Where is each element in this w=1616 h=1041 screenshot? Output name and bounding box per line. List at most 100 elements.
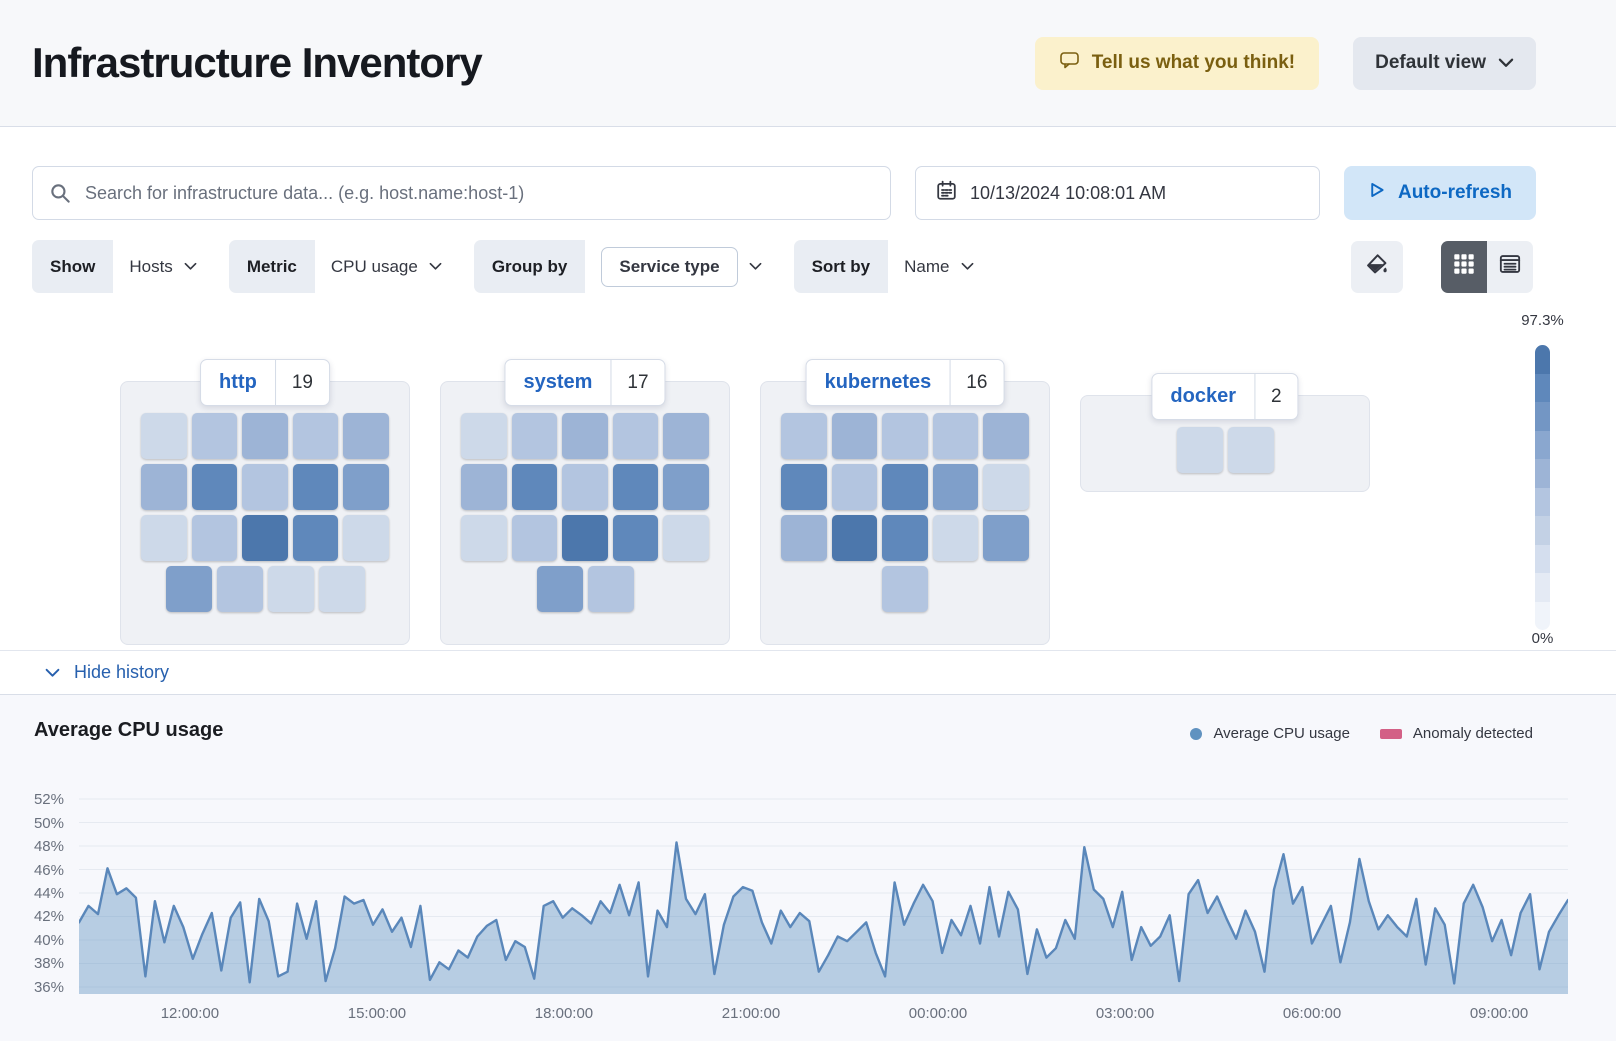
- legend-item-avg-cpu[interactable]: Average CPU usage: [1190, 725, 1350, 742]
- host-node-square[interactable]: [983, 464, 1029, 510]
- chevron-down-icon: [961, 262, 973, 270]
- host-node-square[interactable]: [781, 413, 827, 459]
- host-node-square[interactable]: [831, 515, 878, 561]
- map-view-toggle[interactable]: [1441, 240, 1487, 293]
- host-node-square[interactable]: [1227, 427, 1274, 473]
- host-node-square[interactable]: [882, 515, 928, 561]
- host-node-square[interactable]: [612, 515, 659, 561]
- cpu-usage-area-chart[interactable]: [79, 792, 1568, 994]
- host-node-square[interactable]: [511, 464, 558, 510]
- host-node-square[interactable]: [318, 566, 365, 612]
- host-node-square[interactable]: [831, 413, 878, 459]
- host-node-square[interactable]: [781, 515, 827, 561]
- host-node-square[interactable]: [932, 413, 979, 459]
- search-icon: [50, 183, 71, 209]
- host-node-square[interactable]: [831, 464, 878, 510]
- default-view-button[interactable]: Default view: [1353, 36, 1536, 90]
- host-node-square[interactable]: [461, 464, 507, 510]
- waffle-group-kubernetes: kubernetes 16: [760, 359, 1050, 645]
- waffle-grid: [461, 413, 709, 612]
- legend-gradient-step: [1535, 430, 1550, 459]
- play-icon: [1368, 181, 1386, 205]
- host-node-square[interactable]: [242, 464, 288, 510]
- search-input[interactable]: [32, 166, 891, 220]
- header-actions: Tell us what you think! Default view: [1034, 36, 1536, 90]
- host-node-square[interactable]: [663, 464, 709, 510]
- host-node-square[interactable]: [292, 413, 339, 459]
- legend-gradient-step: [1535, 544, 1550, 573]
- host-node-square[interactable]: [242, 515, 288, 561]
- host-node-square[interactable]: [932, 515, 979, 561]
- host-node-square[interactable]: [562, 413, 608, 459]
- chart-legend: Average CPU usage Anomaly detected: [1190, 725, 1533, 742]
- host-node-square[interactable]: [612, 413, 659, 459]
- group-name-link[interactable]: kubernetes: [824, 371, 932, 393]
- host-node-square[interactable]: [141, 413, 187, 459]
- color-palette-button[interactable]: [1351, 240, 1403, 293]
- show-filter-select[interactable]: Hosts: [113, 257, 206, 277]
- table-view-toggle[interactable]: [1487, 240, 1533, 293]
- host-node-square[interactable]: [216, 566, 263, 612]
- group-badge: system 17: [504, 359, 666, 406]
- legend-gradient-step: [1535, 459, 1550, 488]
- group-by-filter-value[interactable]: Service type: [601, 246, 738, 287]
- auto-refresh-button[interactable]: Auto-refresh: [1343, 166, 1536, 220]
- metric-filter-select[interactable]: CPU usage: [315, 257, 452, 277]
- host-node-square[interactable]: [882, 566, 928, 612]
- host-node-square[interactable]: [141, 464, 187, 510]
- host-node-square[interactable]: [267, 566, 314, 612]
- group-badge: http 19: [200, 359, 330, 406]
- feedback-button[interactable]: Tell us what you think!: [1034, 36, 1320, 90]
- group-name-link[interactable]: docker: [1170, 385, 1237, 407]
- y-axis-tick-label: 52%: [33, 791, 64, 809]
- host-node-square[interactable]: [587, 566, 634, 612]
- x-axis-tick-label: 15:00:00: [347, 1005, 407, 1022]
- host-node-square[interactable]: [343, 413, 389, 459]
- host-node-square[interactable]: [663, 515, 709, 561]
- host-node-square[interactable]: [882, 464, 928, 510]
- host-node-square[interactable]: [141, 515, 187, 561]
- host-node-square[interactable]: [562, 515, 608, 561]
- x-axis-tick-label: 00:00:00: [908, 1005, 968, 1022]
- host-node-square[interactable]: [536, 566, 583, 612]
- legend-gradient-step: [1535, 345, 1550, 374]
- host-node-square[interactable]: [781, 464, 827, 510]
- metric-filter-label: Metric: [228, 240, 315, 293]
- host-node-square[interactable]: [461, 515, 507, 561]
- host-node-square[interactable]: [461, 413, 507, 459]
- legend-item-anomaly[interactable]: Anomaly detected: [1379, 725, 1533, 742]
- waffle-map: http 19 system 17 kubernetes 16 docker 2: [120, 359, 1616, 645]
- y-axis-tick-label: 40%: [33, 931, 64, 949]
- legend-gradient-step: [1535, 601, 1550, 630]
- badge-divider: [949, 360, 951, 405]
- host-node-square[interactable]: [612, 464, 659, 510]
- host-node-square[interactable]: [983, 515, 1029, 561]
- sort-by-filter-select[interactable]: Name: [888, 257, 983, 277]
- host-node-square[interactable]: [242, 413, 288, 459]
- host-node-square[interactable]: [932, 464, 979, 510]
- sort-by-filter-label: Sort by: [793, 240, 889, 293]
- host-node-square[interactable]: [292, 464, 339, 510]
- group-by-filter-select[interactable]: Service type: [585, 246, 771, 287]
- host-node-square[interactable]: [191, 413, 238, 459]
- grid-view-icon: [1453, 253, 1475, 280]
- host-node-square[interactable]: [292, 515, 339, 561]
- host-node-square[interactable]: [663, 413, 709, 459]
- host-node-square[interactable]: [511, 515, 558, 561]
- host-node-square[interactable]: [511, 413, 558, 459]
- host-node-square[interactable]: [882, 413, 928, 459]
- hide-history-toggle[interactable]: Hide history: [45, 662, 169, 683]
- host-node-square[interactable]: [165, 566, 212, 612]
- legend-gradient-step: [1535, 516, 1550, 545]
- host-node-square[interactable]: [191, 515, 238, 561]
- host-node-square[interactable]: [191, 464, 238, 510]
- host-node-square[interactable]: [1176, 427, 1223, 473]
- host-node-square[interactable]: [343, 515, 389, 561]
- date-picker[interactable]: 10/13/2024 10:08:01 AM: [914, 166, 1320, 220]
- x-axis-tick-label: 03:00:00: [1095, 1005, 1155, 1022]
- host-node-square[interactable]: [562, 464, 608, 510]
- group-name-link[interactable]: system: [523, 371, 593, 393]
- host-node-square[interactable]: [343, 464, 389, 510]
- host-node-square[interactable]: [983, 413, 1029, 459]
- group-name-link[interactable]: http: [219, 371, 257, 393]
